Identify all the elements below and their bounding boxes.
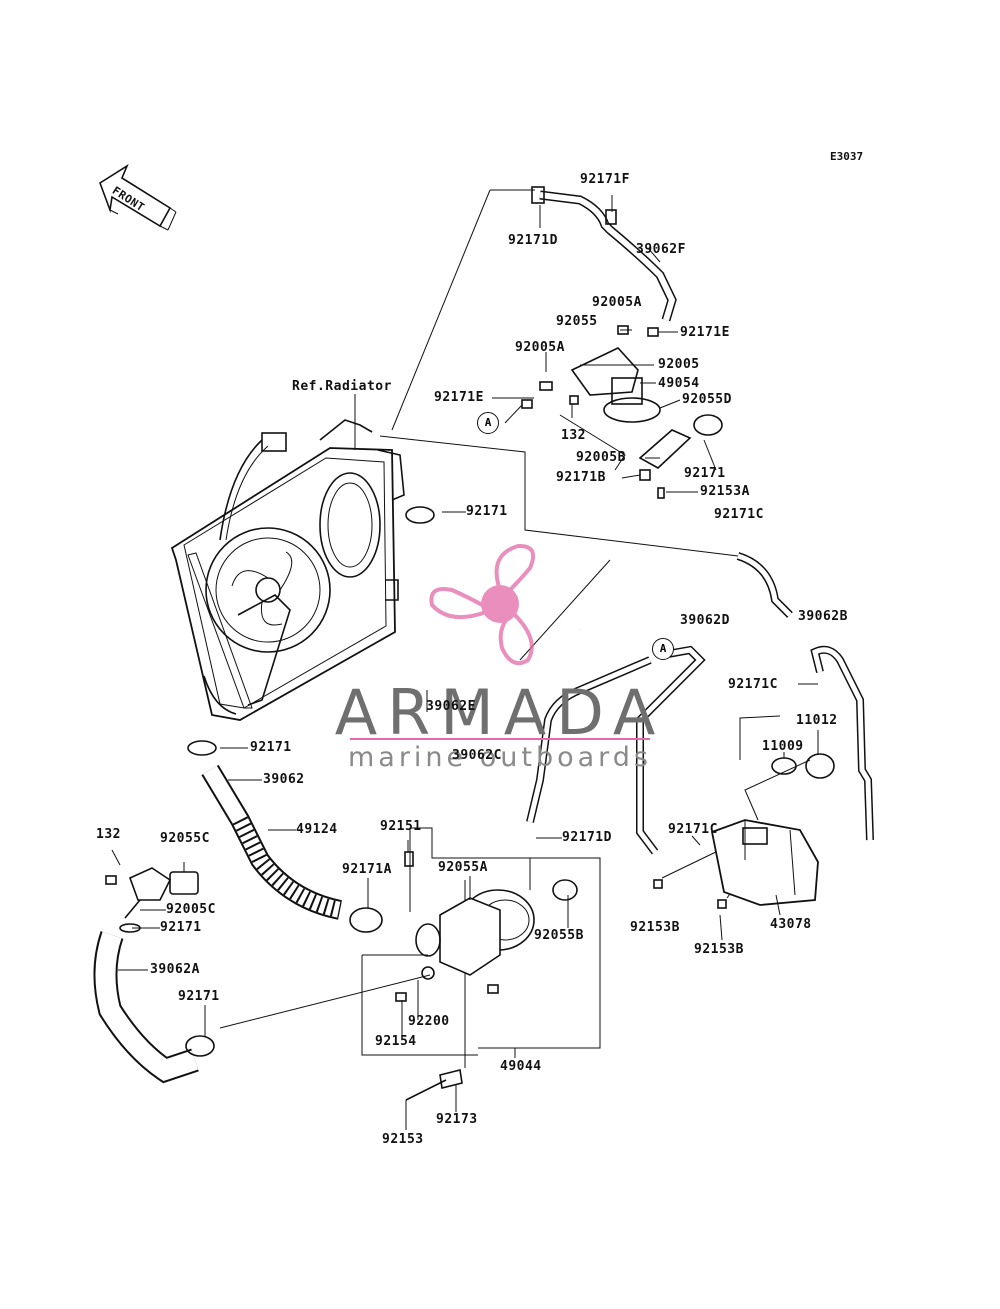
part-label: 132 <box>96 827 121 842</box>
clamp-92171A <box>349 907 383 933</box>
part-label: 132 <box>561 428 586 443</box>
part-label: 92153B <box>694 942 744 957</box>
part-label: 39062E <box>426 699 476 714</box>
part-label: 92055D <box>682 392 732 407</box>
ref-radiator-label: Ref.Radiator <box>292 379 392 394</box>
diagram-code: E3037 <box>830 150 864 163</box>
watermark-title: ARMADA <box>334 676 666 749</box>
part-label: 92171E <box>434 390 484 405</box>
part-label: 92173 <box>436 1112 478 1127</box>
part-label: 92171B <box>556 470 606 485</box>
part-label: 92171 <box>684 466 726 481</box>
part-label: 92171 <box>160 920 202 935</box>
part-label: 92005 <box>658 357 700 372</box>
part-label: 92171D <box>562 830 612 845</box>
fitting-92005C <box>105 867 199 933</box>
part-label: 39062C <box>452 748 502 763</box>
reservoir-tank <box>653 753 835 909</box>
water-pump <box>395 851 578 1101</box>
part-label: 92153 <box>382 1132 424 1147</box>
part-label: 92005B <box>576 450 626 465</box>
part-label: 92055B <box>534 928 584 943</box>
part-label: 49124 <box>296 822 338 837</box>
watermark-propeller-icon <box>429 543 535 665</box>
watermark-subtitle: marine outboards <box>347 742 652 773</box>
clamp-92171-rad <box>405 506 435 524</box>
part-label: 92005A <box>592 295 642 310</box>
watermark-divider <box>350 738 650 740</box>
part-label: 92171 <box>178 989 220 1004</box>
part-label: 92171A <box>342 862 392 877</box>
part-label: 92153A <box>700 484 750 499</box>
part-label: 92171C <box>728 677 778 692</box>
part-label: 92005C <box>166 902 216 917</box>
part-label: 39062D <box>680 613 730 628</box>
part-label: 92055 <box>556 314 598 329</box>
part-label: 39062B <box>798 609 848 624</box>
part-label: 39062F <box>636 242 686 257</box>
part-label: 92055C <box>160 831 210 846</box>
part-label: 92151 <box>380 819 422 834</box>
part-label: 92200 <box>408 1014 450 1029</box>
part-label: 92171 <box>250 740 292 755</box>
front-arrow-icon <box>99 163 177 231</box>
part-label: 92005A <box>515 340 565 355</box>
part-label: 92171D <box>508 233 558 248</box>
part-label: 39062A <box>150 962 200 977</box>
part-label: 92171F <box>580 172 630 187</box>
connector-marker-a: A <box>652 638 674 660</box>
part-label: 92171 <box>466 504 508 519</box>
part-label: 49054 <box>658 376 700 391</box>
part-label: 43078 <box>770 917 812 932</box>
part-label: 92171E <box>680 325 730 340</box>
leader-lines <box>219 189 811 1068</box>
part-label: 92171C <box>668 822 718 837</box>
connector-marker-a: A <box>477 412 499 434</box>
part-label: 11012 <box>796 713 838 728</box>
radiator <box>170 394 405 721</box>
part-label: 92055A <box>438 860 488 875</box>
part-label: 49044 <box>500 1059 542 1074</box>
label-leaders <box>111 195 819 1130</box>
part-label: 11009 <box>762 739 804 754</box>
part-label: 92154 <box>375 1034 417 1049</box>
clamp-92171-low <box>187 740 217 756</box>
part-label: 39062 <box>263 772 305 787</box>
part-label: 92153B <box>630 920 680 935</box>
part-label: 92171C <box>714 507 764 522</box>
